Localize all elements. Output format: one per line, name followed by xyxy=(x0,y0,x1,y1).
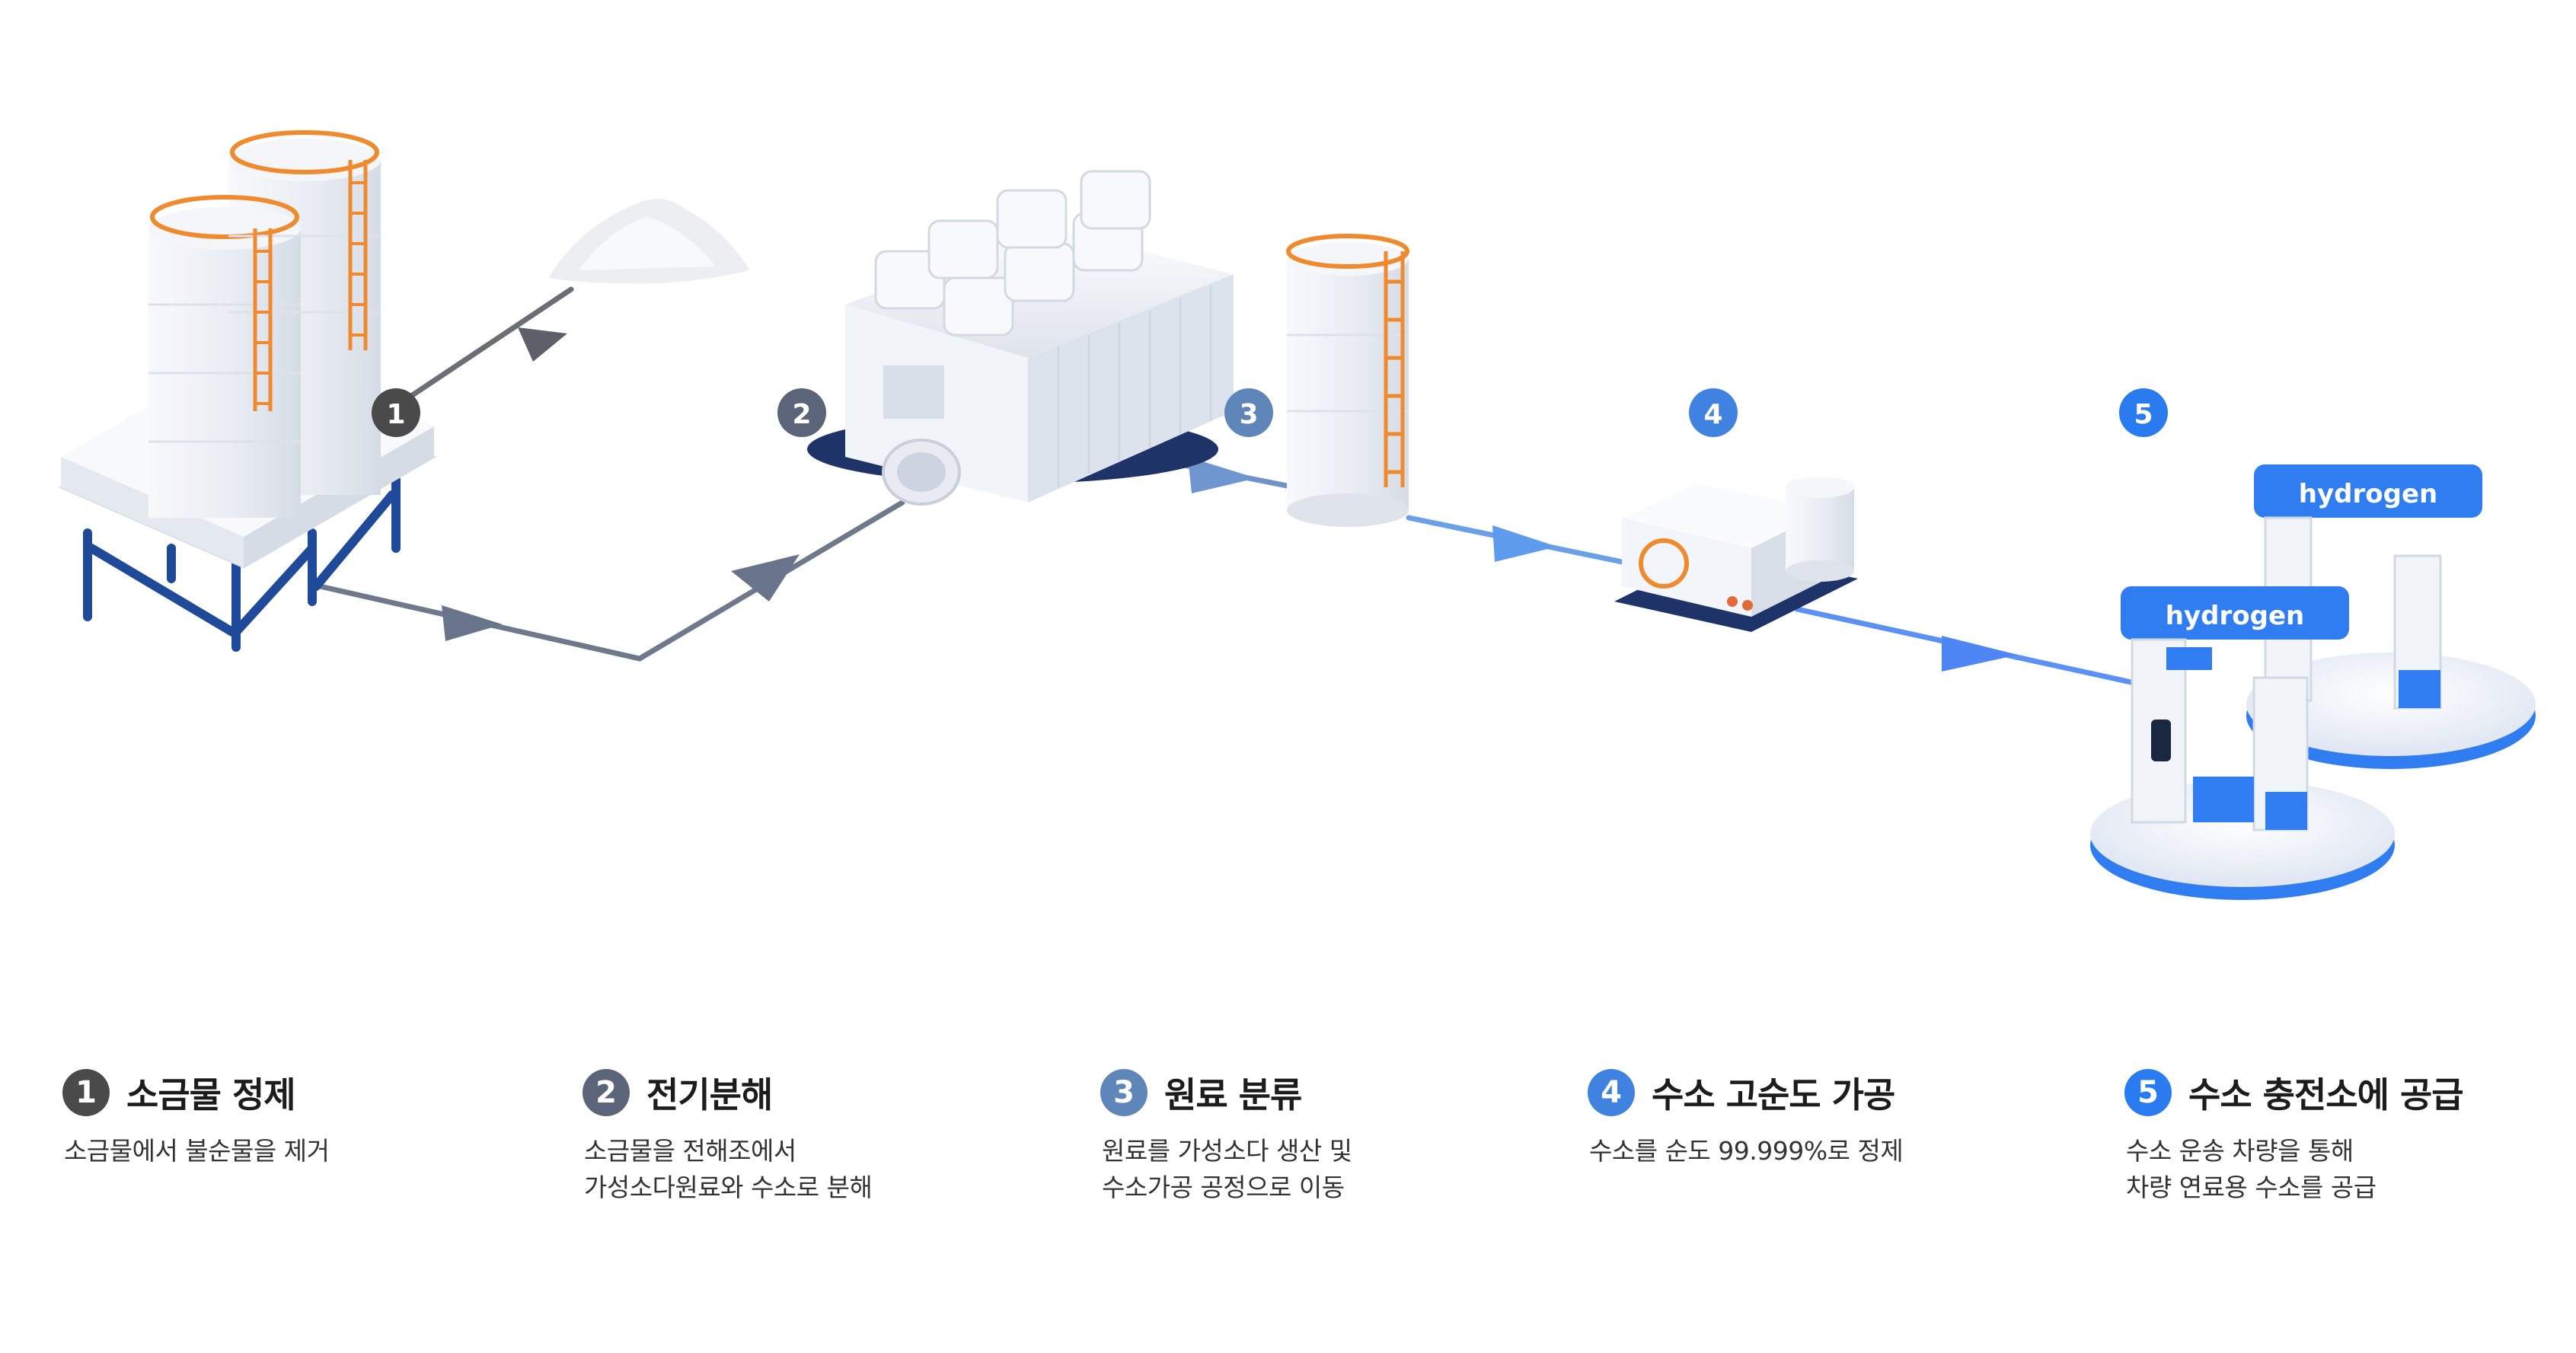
step-marker-5: 5 xyxy=(2119,388,2168,437)
pipe-salt-to-purifier xyxy=(408,286,574,399)
step-marker-1: 1 xyxy=(372,388,420,437)
marker-5-text: 5 xyxy=(2134,399,2153,430)
step-3-badge: 3 xyxy=(1100,1069,1148,1116)
step-3-description: 원료를 가성소다 생산 및 수소가공 공정으로 이동 xyxy=(1100,1133,1572,1206)
arrow-c xyxy=(1188,457,1256,493)
step-4-line-1: 수소를 순도 99.999%로 정제 xyxy=(1589,1136,1904,1166)
pipe-purifier-to-electrolyzer xyxy=(317,499,905,662)
step-1-description: 소금물에서 불순물을 제거 xyxy=(62,1133,535,1170)
step-1-line-1: 소금물에서 불순물을 제거 xyxy=(64,1136,330,1166)
step-3-heading: 3 원료 분류 xyxy=(1100,1066,1572,1119)
step-3-line-1: 원료를 가성소다 생산 및 xyxy=(1102,1136,1352,1166)
step-4-heading: 4 수소 고순도 가공 xyxy=(1588,1066,2060,1119)
hydrogen-station-front: hydrogen xyxy=(2090,586,2395,900)
sign-text-front: hydrogen xyxy=(2166,601,2304,631)
step-marker-4: 4 xyxy=(1689,388,1738,437)
step-3-title: 원료 분류 xyxy=(1164,1074,1302,1115)
marker-2-text: 2 xyxy=(792,399,811,430)
step-2-description: 소금물을 전해조에서 가성소다원료와 수소로 분해 xyxy=(583,1133,1055,1206)
step-2-title: 전기분해 xyxy=(646,1074,773,1115)
step-1-heading: 1 소금물 정제 xyxy=(62,1066,535,1119)
step-5: 5 수소 충전소에 공급 수소 운송 차량을 통해 차량 연료용 수소를 공급 xyxy=(2124,1066,2576,1206)
step-5-heading: 5 수소 충전소에 공급 xyxy=(2124,1066,2576,1119)
step-5-badge: 5 xyxy=(2124,1069,2172,1116)
flow-pipes xyxy=(317,286,2166,692)
step-4-description: 수소를 순도 99.999%로 정제 xyxy=(1588,1133,2060,1170)
step-5-line-1: 수소 운송 차량을 통해 xyxy=(2126,1136,2354,1166)
step-marker-2: 2 xyxy=(777,388,826,437)
step-3: 3 원료 분류 원료를 가성소다 생산 및 수소가공 공정으로 이동 xyxy=(1100,1066,1572,1206)
step-4-badge: 4 xyxy=(1588,1069,1635,1116)
step-2-badge: 2 xyxy=(583,1069,630,1116)
arrow-b xyxy=(731,554,800,602)
step-2: 2 전기분해 소금물을 전해조에서 가성소다원료와 수소로 분해 xyxy=(583,1066,1055,1206)
step-5-description: 수소 운송 차량을 통해 차량 연료용 수소를 공급 xyxy=(2124,1133,2576,1206)
sign-text-back: hydrogen xyxy=(2299,479,2437,509)
step-5-title: 수소 충전소에 공급 xyxy=(2188,1074,2464,1115)
step-2-heading: 2 전기분해 xyxy=(583,1066,1055,1119)
step-descriptions: 1 소금물 정제 소금물에서 불순물을 제거 2 전기분해 소금물을 전해조에서… xyxy=(0,1066,2576,1264)
step-1-badge: 1 xyxy=(62,1069,110,1116)
step-4: 4 수소 고순도 가공 수소를 순도 99.999%로 정제 xyxy=(1588,1066,2060,1170)
marker-3-text: 3 xyxy=(1239,399,1258,430)
step-1-title: 소금물 정제 xyxy=(126,1074,296,1115)
step-5-line-2: 차량 연료용 수소를 공급 xyxy=(2126,1173,2376,1202)
step-3-line-2: 수소가공 공정으로 이동 xyxy=(1102,1173,1345,1202)
purification-unit xyxy=(58,130,437,652)
step-4-title: 수소 고순도 가공 xyxy=(1652,1074,1895,1115)
arrow-e xyxy=(1942,636,2018,672)
marker-1-text: 1 xyxy=(386,399,405,430)
step-2-line-1: 소금물을 전해조에서 xyxy=(584,1136,796,1166)
flow-arrows xyxy=(442,327,2018,672)
arrow-a xyxy=(442,605,503,641)
step-1: 1 소금물 정제 소금물에서 불순물을 제거 xyxy=(62,1066,535,1170)
separator-tank xyxy=(1286,234,1409,527)
step-marker-3: 3 xyxy=(1224,388,1273,437)
salt-pile xyxy=(548,199,750,284)
marker-4-text: 4 xyxy=(1703,399,1722,430)
electrolyzer xyxy=(807,170,1234,506)
arrow-salt xyxy=(518,327,567,362)
step-2-line-2: 가성소다원료와 수소로 분해 xyxy=(584,1173,873,1202)
hydrogen-purifier xyxy=(1614,477,1858,632)
arrow-d xyxy=(1492,525,1557,562)
